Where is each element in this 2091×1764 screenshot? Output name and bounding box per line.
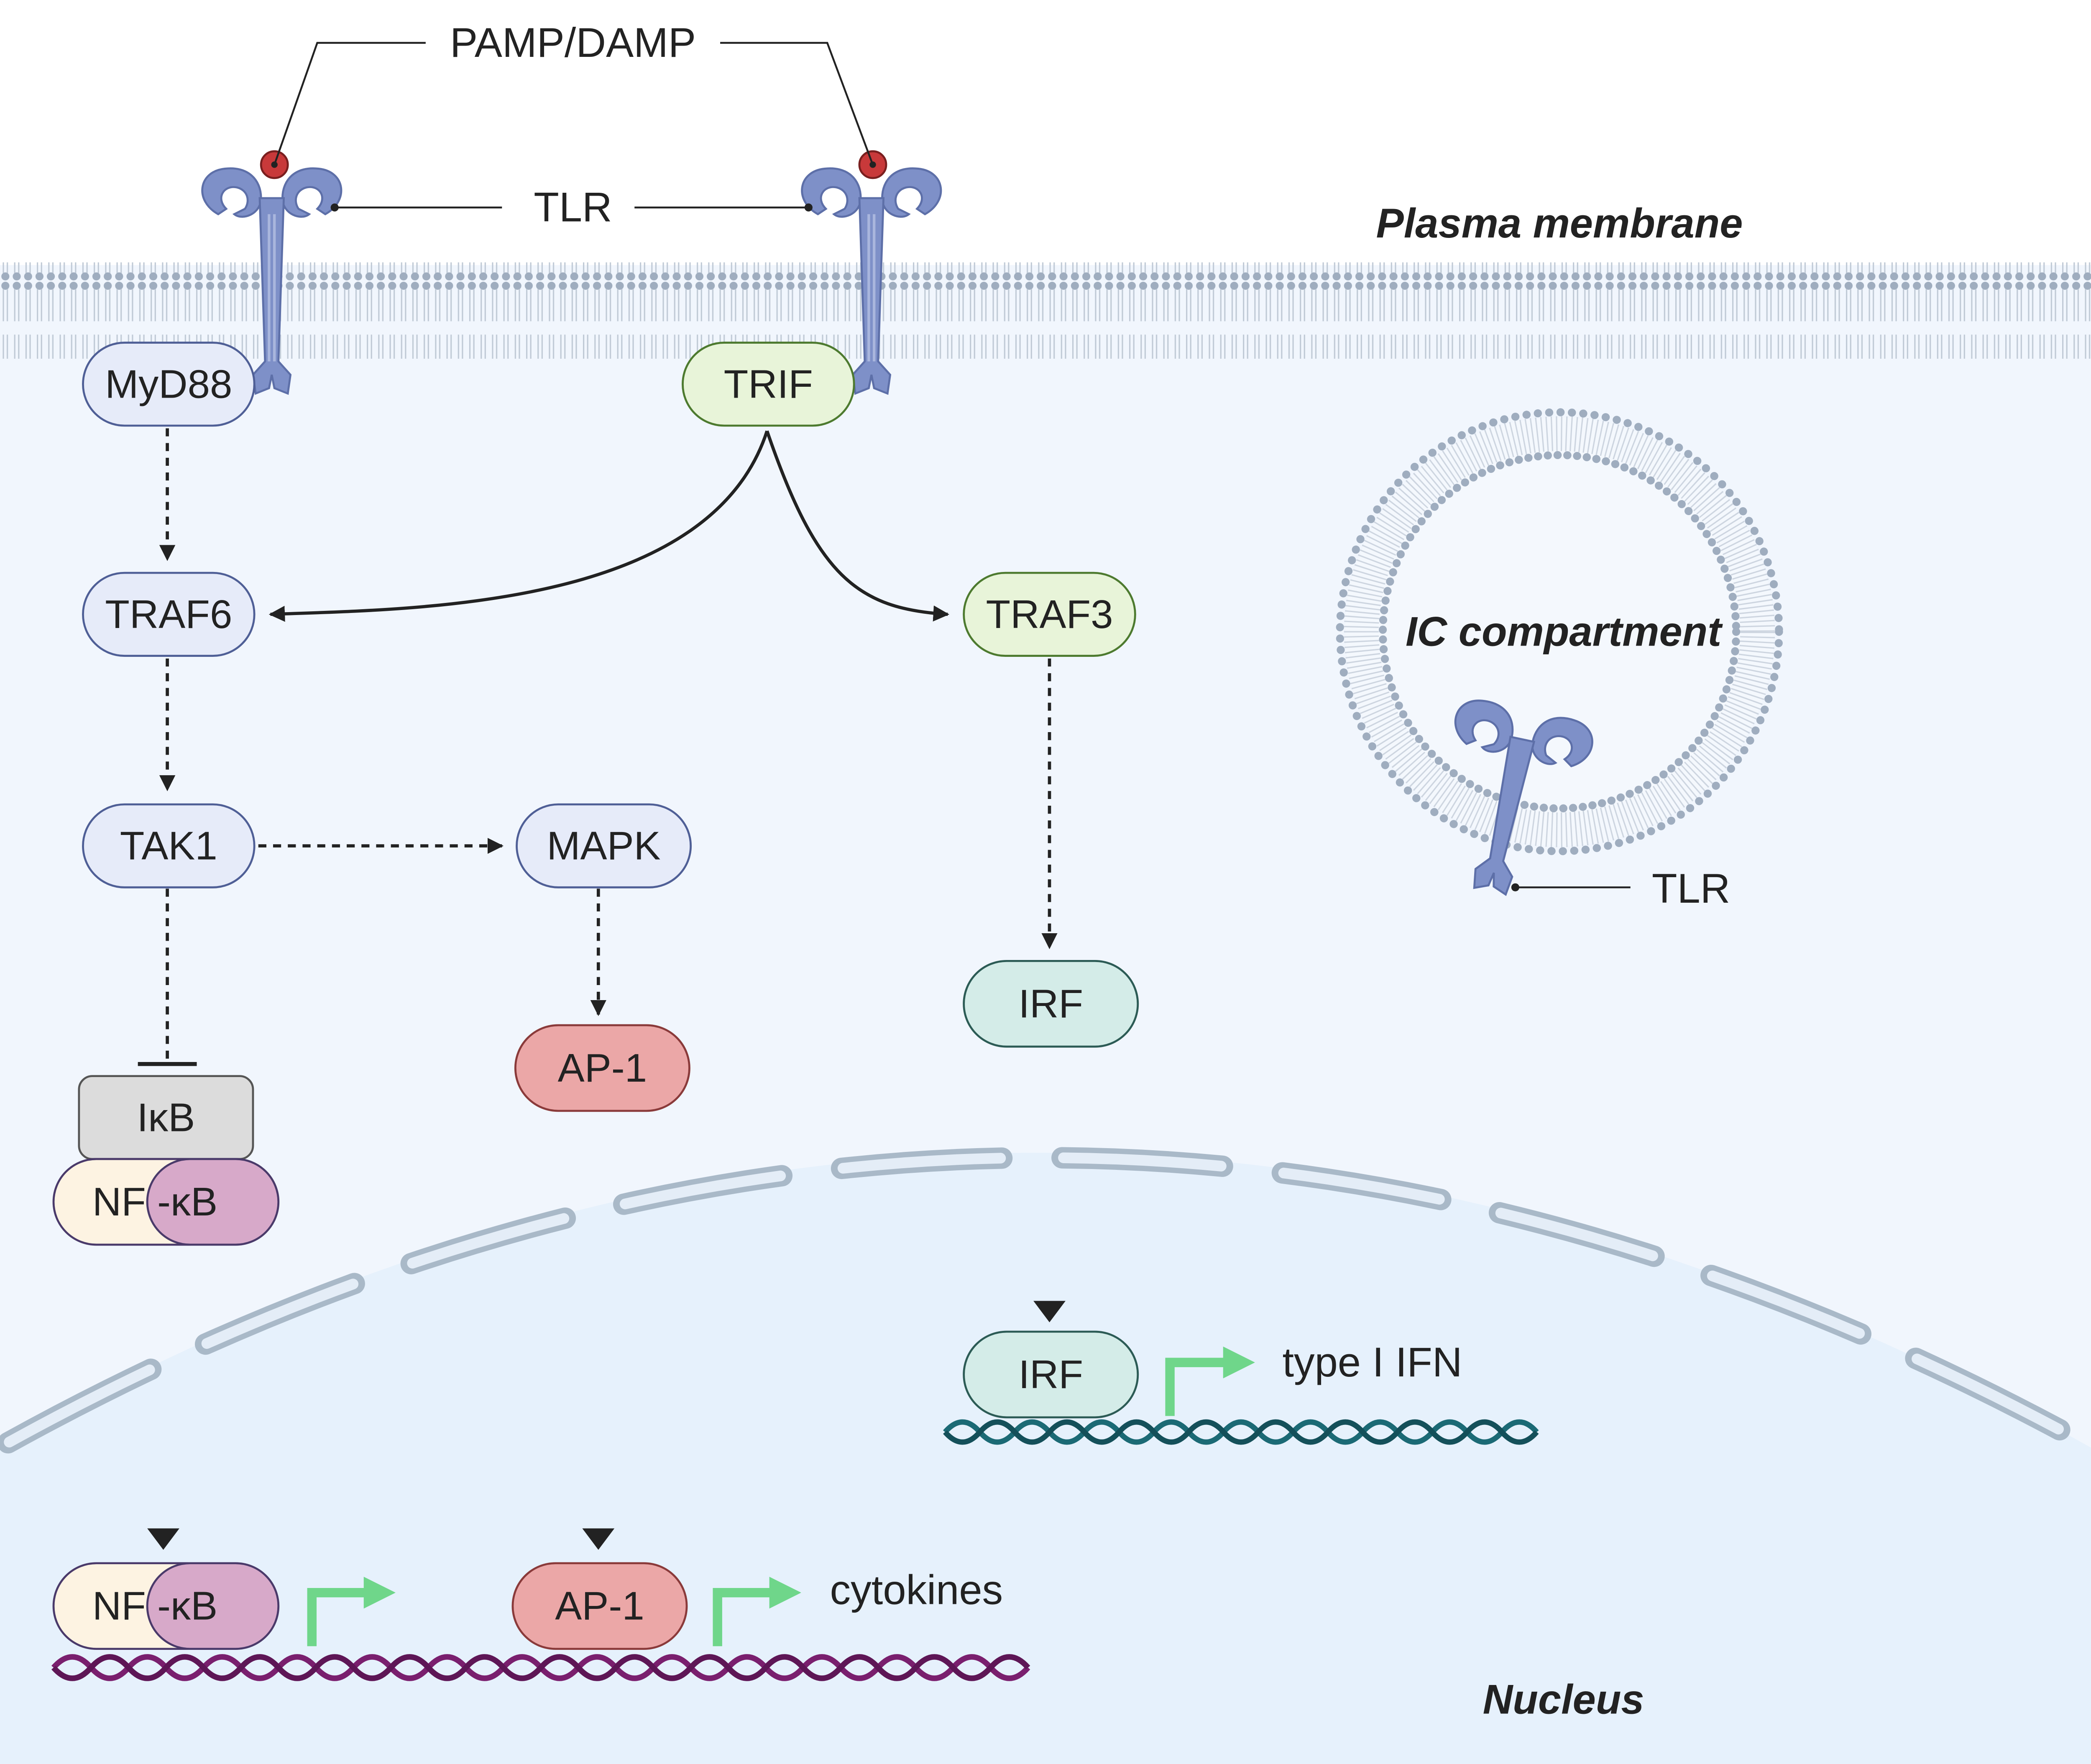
dna-ifn <box>943 1419 1539 1445</box>
dna-cytokines <box>51 1654 1030 1681</box>
ifn-output-label: type I IFN <box>1282 1339 1462 1386</box>
svg-text:TRIF: TRIF <box>724 362 813 406</box>
nfkb-nuc-kb-label: -κB <box>157 1584 217 1629</box>
nucleus-label: Nucleus <box>1483 1677 1644 1723</box>
tlr-receptor-left <box>201 167 343 395</box>
cytokines-output-label: cytokines <box>830 1567 1003 1613</box>
receptor-label: TLR <box>534 184 612 231</box>
nfkb-nf-label: NF <box>92 1179 146 1224</box>
plasma-membrane-label: Plasma membrane <box>1376 200 1743 247</box>
arrow-trif-traf6 <box>268 430 769 622</box>
nuclear-envelope <box>0 1147 2091 1459</box>
ligand-label: PAMP/DAMP <box>450 20 696 66</box>
svg-text:IRF: IRF <box>1018 1352 1083 1397</box>
node-ap1-nucleus: AP-1 <box>511 1562 688 1650</box>
transcription-arrow-nfkb <box>307 1577 396 1647</box>
node-nfkb-nucleus: NF -κB <box>52 1562 280 1650</box>
svg-text:TRAF6: TRAF6 <box>105 592 232 637</box>
node-myd88: MyD88 <box>82 342 256 427</box>
signaling-arrows <box>138 428 1058 1546</box>
ic-compartment <box>1336 408 1783 855</box>
transcription-arrow-ifn <box>1165 1346 1255 1416</box>
node-traf6: TRAF6 <box>82 572 256 657</box>
nfkb-kb-label: -κB <box>157 1179 217 1224</box>
tlr-receptor-right <box>801 167 942 395</box>
node-irf-cytoplasm: IRF <box>963 960 1139 1048</box>
node-ikb: IκB <box>78 1075 254 1160</box>
extracellular-space <box>0 0 2091 265</box>
plasma-membrane <box>0 262 2091 359</box>
svg-text:TRAF3: TRAF3 <box>986 592 1113 637</box>
svg-text:MyD88: MyD88 <box>105 362 232 406</box>
node-nfkb-cytoplasm: NF -κB <box>52 1158 280 1246</box>
svg-text:AP-1: AP-1 <box>558 1046 647 1090</box>
node-mapk: MAPK <box>516 803 692 888</box>
svg-text:IRF: IRF <box>1018 981 1083 1026</box>
node-tak1: TAK1 <box>82 803 256 888</box>
svg-text:TAK1: TAK1 <box>120 824 217 868</box>
endosomal-receptor-label: TLR <box>1652 865 1730 912</box>
arrow-trif-traf3 <box>765 430 950 622</box>
node-traf3: TRAF3 <box>963 572 1136 657</box>
tlr-receptor-endosomal <box>1454 699 1593 896</box>
svg-text:MAPK: MAPK <box>547 824 661 868</box>
transcription-arrow-ap1 <box>713 1577 801 1647</box>
ic-compartment-label: IC compartment <box>1406 608 1723 655</box>
svg-text:IκB: IκB <box>137 1095 195 1140</box>
svg-text:AP-1: AP-1 <box>555 1584 644 1629</box>
nfkb-nuc-nf-label: NF <box>92 1584 146 1629</box>
node-trif: TRIF <box>682 342 855 427</box>
node-ap1-cytoplasm: AP-1 <box>514 1024 690 1112</box>
node-irf-nucleus: IRF <box>963 1330 1139 1419</box>
ligand-callout <box>274 42 874 165</box>
